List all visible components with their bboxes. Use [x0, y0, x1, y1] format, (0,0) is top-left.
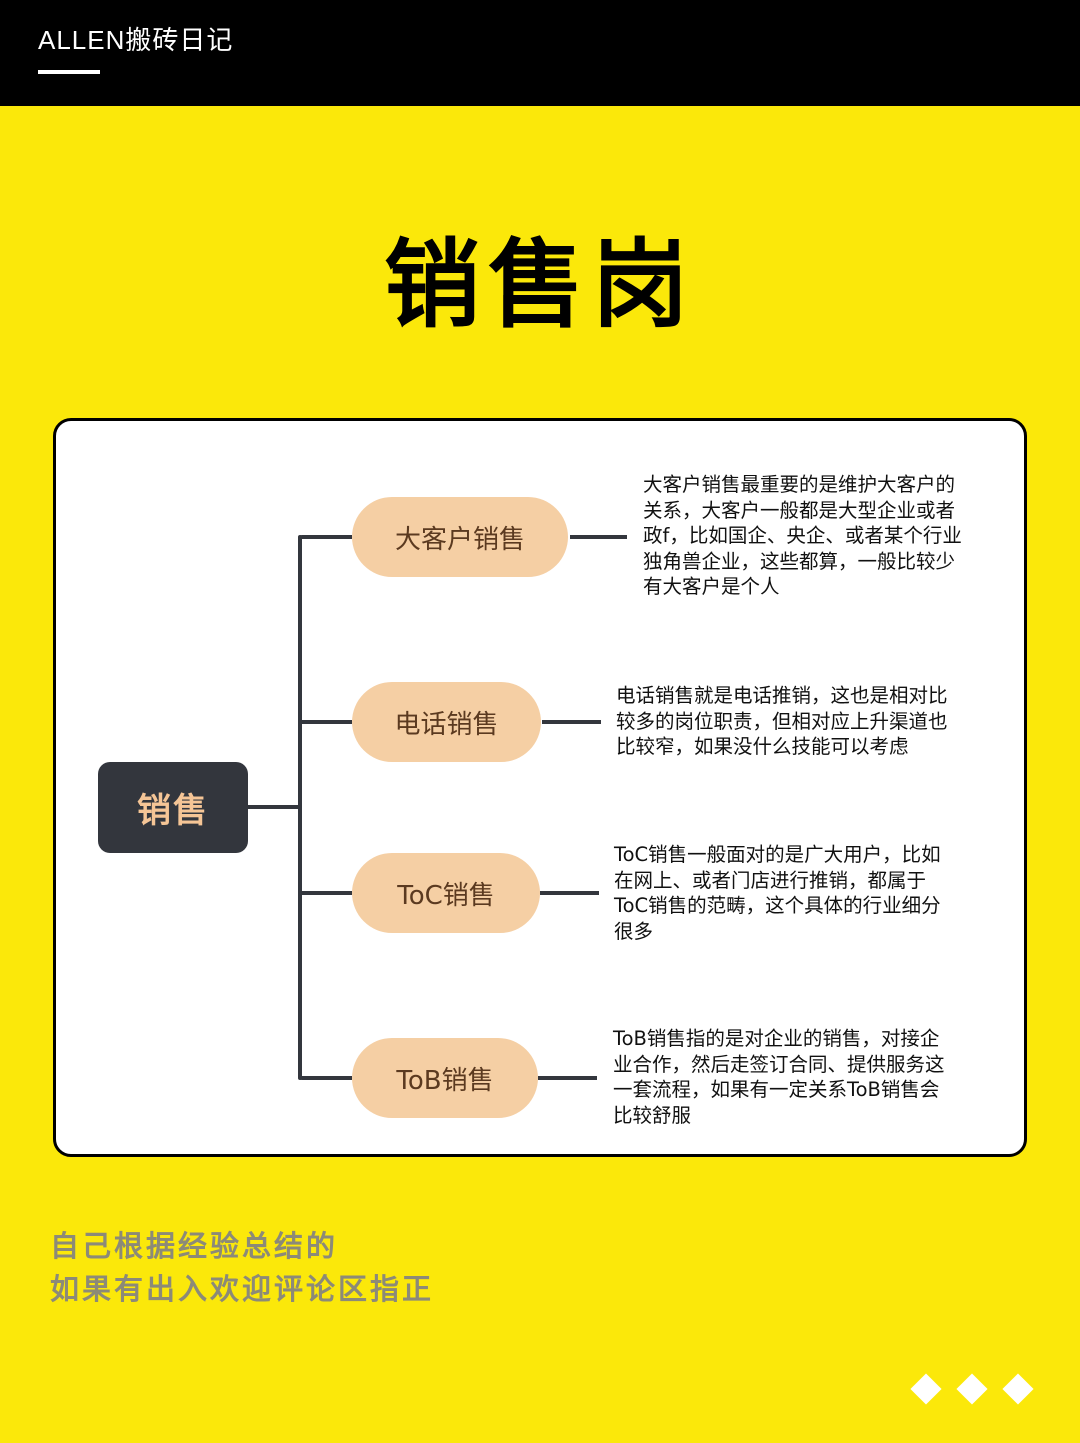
branch-node-toc: ToC销售: [352, 853, 540, 933]
branch-connector-4: [298, 1076, 352, 1080]
diamond-icon-3: [1002, 1373, 1034, 1405]
branch-description-toc: ToC销售一般面对的是广大用户，比如 在网上、或者门店进行推销，都属于 ToC销…: [614, 843, 941, 943]
root-node: 销售: [98, 762, 248, 853]
branch-connector-1: [298, 535, 352, 539]
branch-connector-3: [300, 891, 352, 895]
desc-connector-2: [542, 720, 601, 724]
header-bar: ALLEN搬砖日记: [0, 0, 1080, 106]
desc-connector-1: [570, 535, 627, 539]
branch-description-key-account: 大客户销售最重要的是维护大客户的 关系，大客户一般都是大型企业或者 政f，比如国…: [643, 473, 962, 598]
spine-line: [298, 535, 302, 1080]
footer-note: 自己根据经验总结的 如果有出入欢迎评论区指正: [50, 1229, 435, 1306]
desc-connector-4: [538, 1076, 597, 1080]
branch-node-key-account: 大客户销售: [352, 497, 568, 577]
branch-description-tob: ToB销售指的是对企业的销售，对接企 业合作，然后走签订合同、提供服务这 一套流…: [613, 1027, 945, 1127]
branch-node-tob: ToB销售: [352, 1038, 538, 1118]
page-title: 销售岗: [384, 229, 696, 341]
brand-title: ALLEN搬砖日记: [38, 25, 234, 55]
desc-connector-3: [540, 891, 599, 895]
branch-connector-2: [300, 720, 352, 724]
diamond-icon-2: [956, 1373, 988, 1405]
brand-underline: [38, 70, 100, 74]
diamond-icon-1: [910, 1373, 942, 1405]
branch-node-telesales: 电话销售: [352, 682, 541, 762]
branch-description-telesales: 电话销售就是电话推销，这也是相对比 较多的岗位职责，但相对应上升渠道也 比较窄，…: [616, 684, 948, 758]
root-connector: [248, 805, 300, 809]
